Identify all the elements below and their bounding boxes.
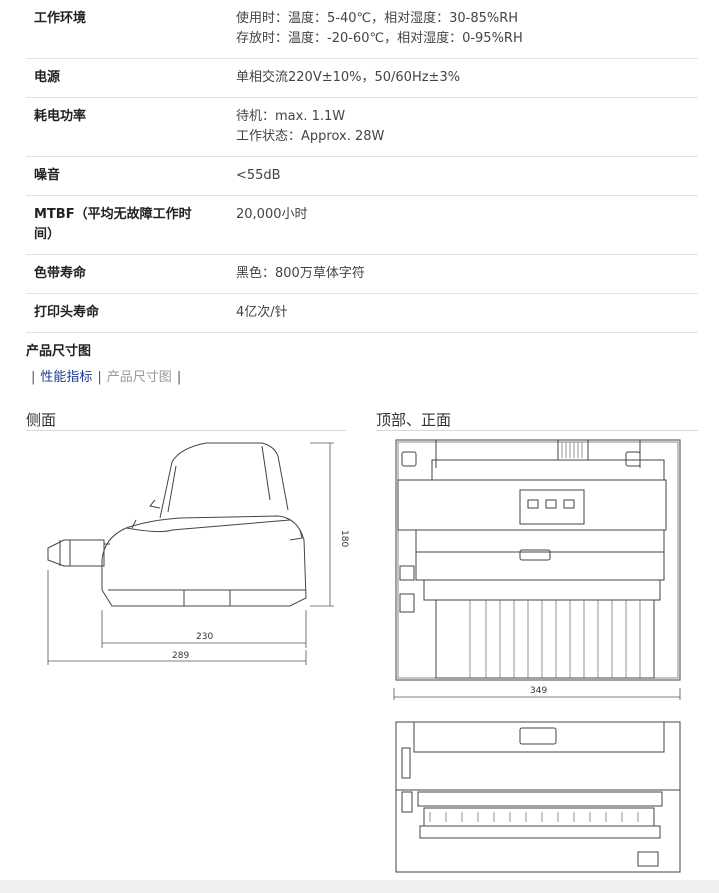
spec-value-line: 20,000小时 [236,207,308,222]
spec-value-line: 4亿次/针 [236,305,288,320]
spec-key: 耗电功率 [26,97,234,157]
width-dimension: 349 [530,686,547,696]
spec-key: 色带寿命 [26,254,234,294]
spec-row-ribbon-life: 色带寿命 黑色：800万草体字符 [26,254,698,294]
tab-dimensions[interactable]: 产品尺寸图 [106,370,172,385]
spec-row-environment: 工作环境 使用时：温度：5-40℃，相对湿度：30-85%RH 存放时：温度：-… [26,0,698,59]
spec-key-line: MTBF（平均无故障工作时 [34,207,192,222]
spec-value-line: <55dB [236,168,281,183]
spec-value-line: 存放时：温度：-20-60℃，相对湿度：0-95%RH [236,31,523,46]
side-view-label: 侧面 [26,411,57,429]
spec-value: 使用时：温度：5-40℃，相对湿度：30-85%RH 存放时：温度：-20-60… [234,0,698,59]
side-view-divider [26,430,346,431]
spec-row-consumption: 耗电功率 待机：max. 1.1W 工作状态：Approx. 28W [26,97,698,157]
spec-value: 4亿次/针 [234,293,698,333]
tab-bar: | 性能指标 | 产品尺寸图 | [26,366,186,385]
spec-key: 电源 [26,58,234,98]
depth-inner-dimension: 230 [196,632,213,642]
tab-separator: | [97,370,102,385]
spec-row-mtbf: MTBF（平均无故障工作时 间） 20,000小时 [26,195,698,255]
spec-value: 单相交流220V±10%，50/60Hz±3% [234,58,698,98]
spec-value: 黑色：800万草体字符 [234,254,698,294]
top-front-view-divider [376,430,698,431]
tab-separator: | [176,370,182,385]
tab-performance[interactable]: 性能指标 [40,370,93,385]
section-title: 产品尺寸图 [26,344,92,359]
spec-key: 工作环境 [26,0,234,59]
spec-value-line: 工作状态：Approx. 28W [236,129,385,144]
spec-key: MTBF（平均无故障工作时 间） [26,195,234,255]
spec-value: 20,000小时 [234,195,698,255]
spec-value-line: 单相交流220V±10%，50/60Hz±3% [236,70,461,85]
spec-key-line: 间） [34,227,61,242]
tab-separator: | [31,370,36,385]
top-front-view-label: 顶部、正面 [376,411,452,429]
spec-row-printhead-life: 打印头寿命 4亿次/针 [26,293,698,333]
spec-value-line: 待机：max. 1.1W [236,109,346,124]
spec-row-noise: 噪音 <55dB [26,156,698,196]
spec-key: 噪音 [26,156,234,196]
spec-value-line: 黑色：800万草体字符 [236,266,365,281]
page-bottom-band [0,880,719,893]
spec-value: 待机：max. 1.1W 工作状态：Approx. 28W [234,97,698,157]
spec-value-line: 使用时：温度：5-40℃，相对湿度：30-85%RH [236,11,519,26]
depth-outer-dimension: 289 [172,651,189,661]
height-dimension: 180 [339,530,349,547]
spec-value: <55dB [234,156,698,196]
spec-table: 工作环境 使用时：温度：5-40℃，相对湿度：30-85%RH 存放时：温度：-… [26,0,698,333]
spec-key: 打印头寿命 [26,293,234,333]
spec-row-power: 电源 单相交流220V±10%，50/60Hz±3% [26,58,698,98]
